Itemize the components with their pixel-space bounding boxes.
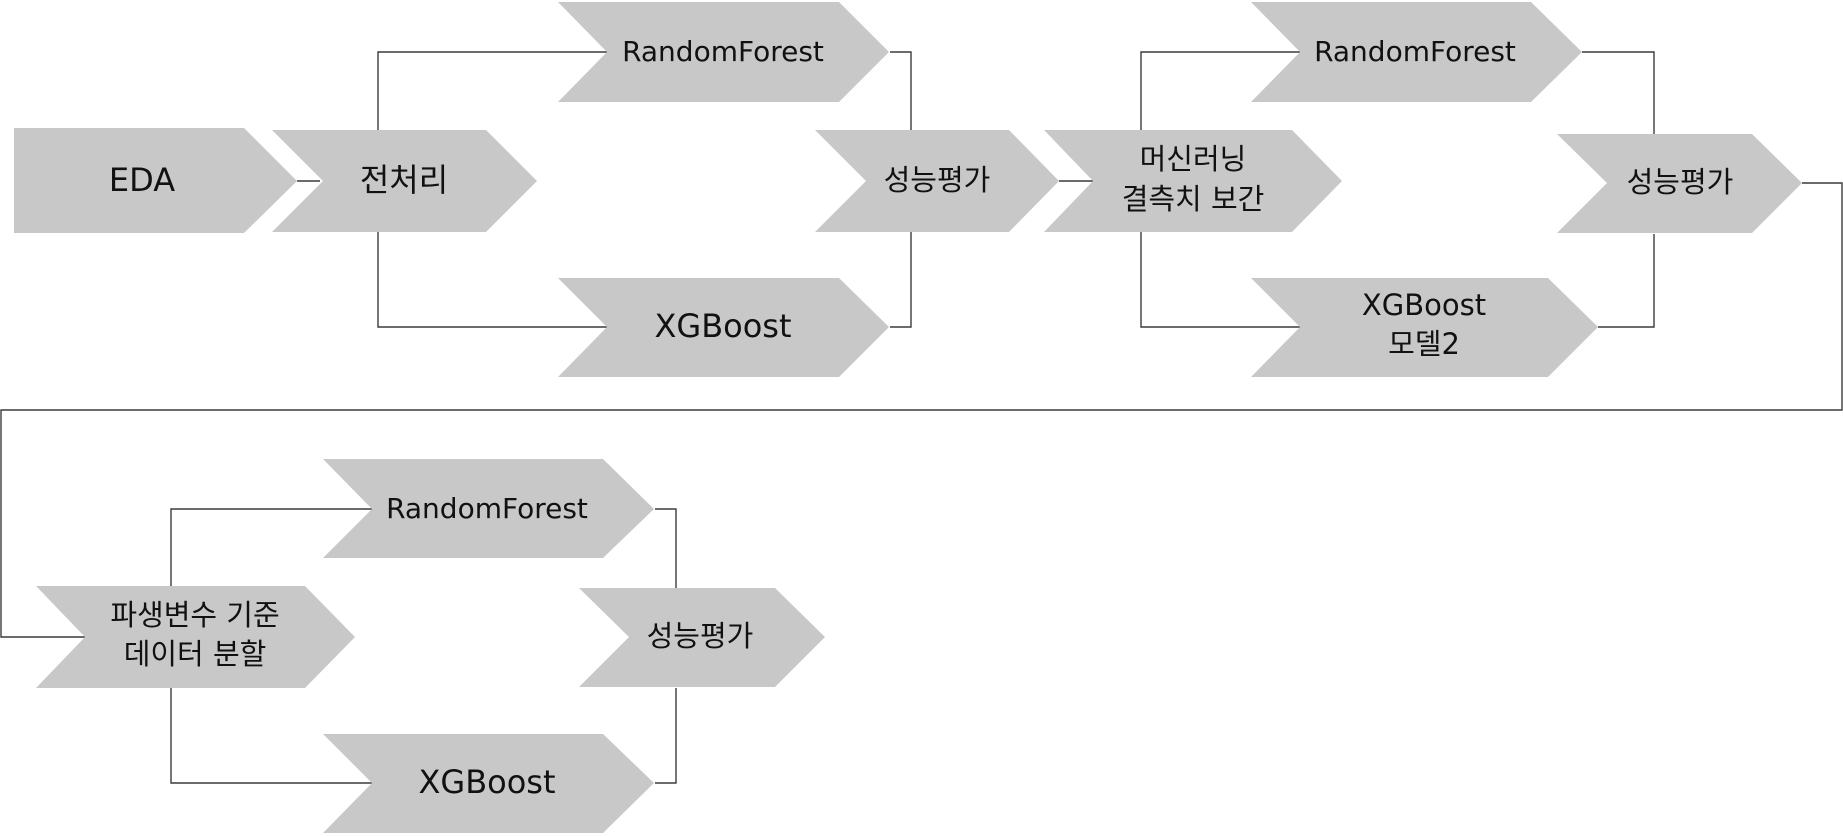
connector-split-rf3 xyxy=(170,508,372,586)
node-xgb2: XGBoost 모델2 xyxy=(1251,278,1598,377)
node-xgb2-label-1: XGBoost xyxy=(1362,288,1486,322)
connector-preprocess-xgb1 xyxy=(377,232,607,328)
connector-rf2-eval2 xyxy=(1582,51,1655,134)
node-rf1-label: RandomForest xyxy=(622,35,824,68)
connector-eval2-split xyxy=(0,182,1843,638)
connector-rf3-eval3 xyxy=(655,508,677,588)
node-eval2-label: 성능평가 xyxy=(1627,165,1734,199)
node-split-label-2: 데이터 분할 xyxy=(124,637,267,671)
node-xgb3-label: XGBoost xyxy=(418,763,555,801)
connector-xgb2-eval2 xyxy=(1598,234,1655,328)
node-eval1: 성능평가 xyxy=(815,130,1059,232)
node-ml-impute: 머신러닝 결측치 보간 xyxy=(1044,130,1342,232)
node-rf3: RandomForest xyxy=(323,459,654,558)
node-eval1-label: 성능평가 xyxy=(884,163,991,197)
node-rf2: RandomForest xyxy=(1251,2,1582,102)
node-xgb1-label: XGBoost xyxy=(654,307,791,345)
connector-split-xgb3 xyxy=(170,688,372,784)
node-eval3-label: 성능평가 xyxy=(647,619,754,653)
connector-ml-rf2 xyxy=(1140,51,1300,130)
node-preprocess: 전처리 xyxy=(272,130,537,232)
node-preprocess-label: 전처리 xyxy=(360,161,448,199)
connector-preprocess-rf1 xyxy=(377,51,607,130)
node-xgb1: XGBoost xyxy=(558,278,889,377)
node-split-label-1: 파생변수 기준 xyxy=(110,598,279,632)
connector-rf1-eval1 xyxy=(890,51,912,130)
node-xgb2-label-2: 모델2 xyxy=(1388,327,1460,361)
node-eval2: 성능평가 xyxy=(1557,134,1802,233)
connector-xgb3-eval3 xyxy=(655,688,677,784)
node-split: 파생변수 기준 데이터 분할 xyxy=(36,586,355,688)
node-rf2-label: RandomForest xyxy=(1314,35,1516,68)
connectors xyxy=(0,51,1843,784)
connector-xgb1-eval1 xyxy=(890,232,912,328)
node-rf1: RandomForest xyxy=(558,2,889,102)
node-xgb3: XGBoost xyxy=(323,734,654,833)
node-rf3-label: RandomForest xyxy=(386,492,588,525)
node-ml-impute-label-1: 머신러닝 xyxy=(1140,142,1247,176)
node-eval3: 성능평가 xyxy=(579,588,825,687)
node-eda: EDA xyxy=(14,128,297,233)
node-ml-impute-label-2: 결측치 보간 xyxy=(1122,182,1265,216)
connector-ml-xgb2 xyxy=(1140,232,1300,328)
node-eda-label: EDA xyxy=(109,161,175,199)
